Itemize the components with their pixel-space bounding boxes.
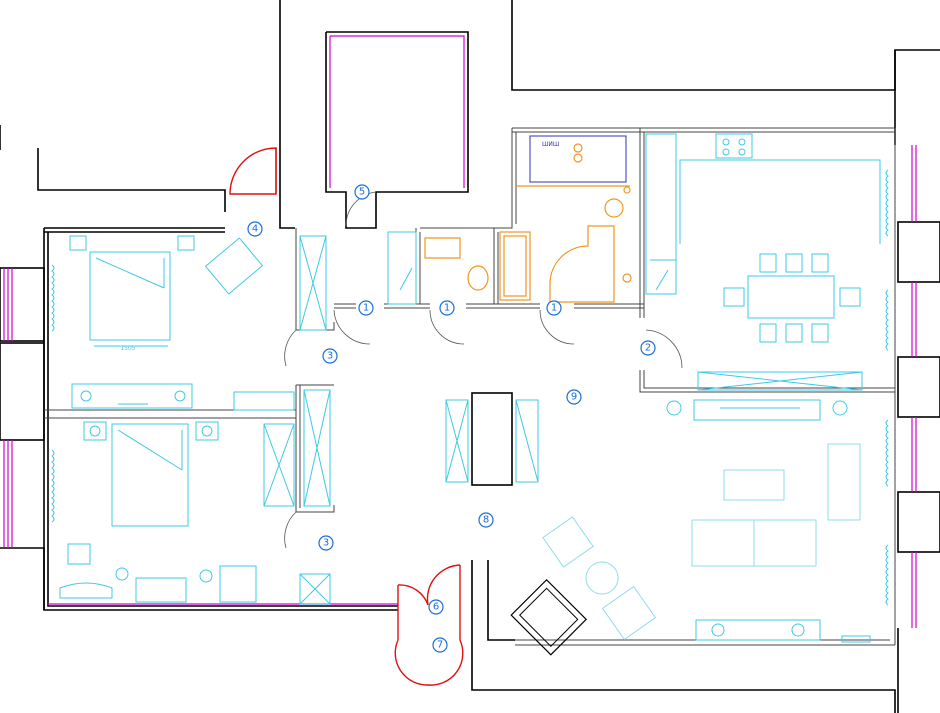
svg-text:1: 1 [363, 303, 369, 314]
room-marker-8[interactable]: 8 [478, 512, 494, 528]
room-marker-5[interactable]: 5 [354, 184, 370, 200]
room-marker-7[interactable]: 7 [432, 637, 448, 653]
room-marker-4[interactable]: 4 [247, 221, 263, 237]
svg-text:8: 8 [483, 515, 489, 526]
svg-text:9: 9 [571, 392, 577, 403]
entry-doors [229, 147, 464, 686]
room-marker-9[interactable]: 9 [566, 389, 582, 405]
svg-text:1: 1 [444, 303, 450, 314]
bed-dimension: 1505 [120, 345, 135, 352]
room-marker-6[interactable]: 6 [428, 599, 444, 615]
svg-text:3: 3 [327, 351, 333, 362]
room-marker-1a[interactable]: 1 [358, 300, 374, 316]
svg-text:4: 4 [252, 224, 258, 235]
svg-text:2: 2 [645, 343, 651, 354]
room-marker-3b[interactable]: 3 [318, 535, 334, 551]
svg-text:5: 5 [359, 187, 365, 198]
svg-text:6: 6 [433, 602, 439, 613]
plumbing-fixtures [424, 143, 632, 303]
interior-doors [284, 191, 683, 549]
svg-text:3: 3 [323, 538, 329, 549]
furniture: 1505 [51, 133, 889, 656]
room-marker-2[interactable]: 2 [640, 340, 656, 356]
svg-text:7: 7 [437, 640, 443, 651]
bath-label: ШИШ [542, 141, 559, 148]
bathtub: ШИШ [529, 135, 627, 183]
interior-walls [44, 127, 896, 646]
room-marker-3a[interactable]: 3 [322, 348, 338, 364]
room-marker-1b[interactable]: 1 [439, 300, 455, 316]
bed-upper [89, 251, 171, 341]
svg-text:1: 1 [551, 303, 557, 314]
room-marker-1c[interactable]: 1 [546, 300, 562, 316]
windows [3, 35, 917, 628]
room-markers: 1 1 1 2 3 3 4 5 6 7 8 9 [247, 184, 656, 653]
